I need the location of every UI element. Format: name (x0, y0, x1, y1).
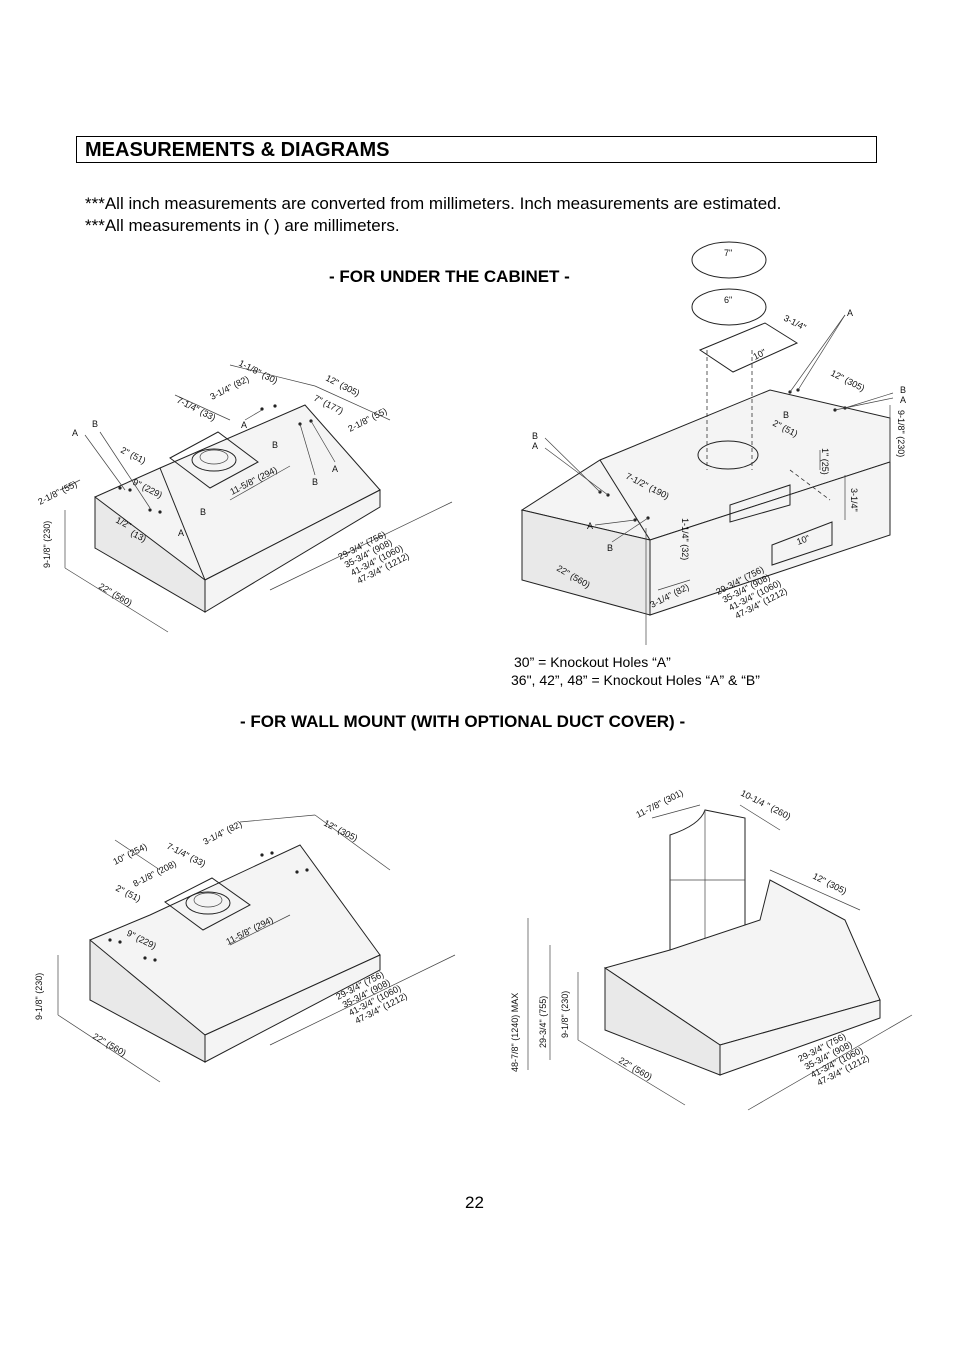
dim-1-1-4: 1-1/4" (32) (680, 518, 690, 560)
hole-label-b-2r: B (900, 385, 906, 395)
hole-label-b-top: B (272, 440, 278, 450)
note-inch-conversion: ***All inch measurements are converted f… (85, 194, 782, 213)
width-list: 29-3/4" (756) 35-3/4" (908) 41-3/4" (106… (336, 529, 411, 586)
knockout-legend-30: 30” = Knockout Holes “A” (514, 654, 671, 670)
hood-side-panel-4 (719, 999, 881, 1076)
diagram-under-cabinet-left: 1-1/8" (30) 3-1/4" (82) 12" (305) 7-1/4"… (36, 358, 453, 633)
hole-label-a-2f: A (587, 521, 593, 531)
dim-22: 22" (560) (97, 581, 134, 608)
dim-7in: 7" (724, 248, 732, 258)
dim-9-1-8-right: 9-1/8" (230) (896, 410, 906, 457)
page-number: 22 (465, 1193, 484, 1212)
rectangular-plate-icon (698, 322, 799, 373)
hood-side-panel-3 (204, 954, 381, 1063)
dim-10-top: 10" (751, 347, 767, 362)
dim-3-1-4-top: 3-1/4" (782, 313, 808, 333)
dim-1-right: 1" (25) (820, 448, 830, 475)
dim-3-1-4: 3-1/4" (82) (208, 374, 250, 402)
diagram-wall-mount-left: 3-1/4" (82) 12" (305) 10" (254) 7-1/4" (… (34, 814, 456, 1083)
section-heading-under-cabinet: - FOR UNDER THE CABINET - (329, 267, 570, 286)
section-heading-wall-mount: - FOR WALL MOUNT (WITH OPTIONAL DUCT COV… (240, 712, 686, 731)
hole-label-a-2r: A (900, 395, 906, 405)
dim-22-d4: 22" (560) (617, 1055, 654, 1082)
dim-48-7-8-max: 48-7/8" (1240) MAX (510, 993, 520, 1072)
dim-6in: 6" (724, 295, 732, 305)
dim-10-w: 10" (254) (111, 841, 148, 867)
dim-3-1-4-w: 3-1/4" (82) (201, 819, 243, 847)
dim-9-1-8: 9-1/8" (230) (42, 521, 52, 568)
knockout-legend-36-42-48: 36", 42”, 48” = Knockout Holes “A” & “B” (511, 672, 760, 688)
dim-22-w: 22" (560) (91, 1031, 128, 1058)
knockout-holes-3 (108, 851, 309, 962)
section-title-box: MEASUREMENTS & DIAGRAMS (76, 136, 877, 163)
dim-2-1-8-left: 2-1/8" (55) (36, 479, 78, 507)
dim-12-d4: 12" (305) (811, 871, 848, 897)
dim-2: 2" (51) (119, 445, 147, 466)
note-millimeters: ***All measurements in ( ) are millimete… (85, 216, 400, 235)
hole-label-a-2l: A (532, 441, 538, 451)
hole-label-a-2t: A (847, 308, 853, 318)
hole-label-a-top: A (241, 420, 247, 430)
dim-12-w: 12" (305) (322, 818, 359, 844)
hole-label-b-2f: B (607, 543, 613, 553)
hood-side-panel-2 (649, 461, 891, 616)
hole-label-b-left: B (92, 419, 98, 429)
hole-label-a-front: A (178, 528, 184, 538)
duct-6in-ring-icon (691, 288, 767, 326)
diagram-under-cabinet-right: 7" 6" 3-1/4" 10" 12" (305) 9-1/8" (230) … (520, 241, 906, 645)
diagram-wall-mount-right: 11-7/8" (301) 10-1/4 " (260) 12" (305) 4… (510, 787, 913, 1111)
hole-label-b-front: B (200, 507, 206, 517)
hole-label-a-left: A (72, 428, 78, 438)
dim-29-3-4-d4: 29-3/4" (755) (538, 996, 548, 1048)
dim-10-side: 10" (795, 533, 811, 547)
duct-7in-ring-icon (691, 241, 767, 279)
hole-label-b-right: B (312, 477, 318, 487)
duct-adapter-icon-3 (164, 877, 251, 931)
dim-9-1-8-d4: 9-1/8" (230) (560, 991, 570, 1038)
dim-11-7-8: 11-7/8" (301) (634, 787, 684, 819)
dim-12: 12" (305) (324, 373, 361, 399)
dim-8-1-8-w: 8-1/8" (208) (131, 858, 178, 888)
duct-adapter-icon (169, 431, 259, 489)
dim-3-1-4-side: 3-1/4" (849, 488, 859, 512)
duct-cover-icon (669, 809, 746, 956)
dim-10-1-4: 10-1/4 " (260) (739, 788, 792, 822)
hole-label-b-2l: B (532, 431, 538, 441)
hole-label-a-right: A (332, 464, 338, 474)
dim-7: 7" (177) (312, 393, 345, 416)
dim-12-right: 12" (305) (829, 368, 866, 394)
hood-side-panel (204, 489, 381, 613)
page-title: MEASUREMENTS & DIAGRAMS (85, 139, 390, 161)
dim-9-1-8-w: 9-1/8" (230) (34, 973, 44, 1020)
hole-label-b-2t: B (783, 410, 789, 420)
duct-opening-icon (697, 440, 759, 470)
